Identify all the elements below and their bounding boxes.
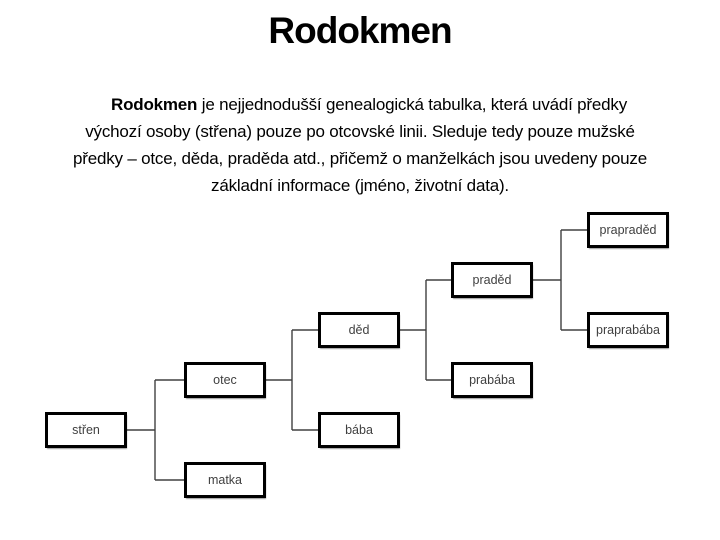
intro-paragraph: Rodokmen je nejjednodušší genealogická t… xyxy=(0,91,720,199)
tree-node-matka: matka xyxy=(184,462,266,498)
tree-node-praded: praděd xyxy=(451,262,533,298)
tree-node-prababa: prabába xyxy=(451,362,533,398)
paragraph-line-3: předky – otce, děda, praděda atd., přiče… xyxy=(73,149,647,168)
slide-title: Rodokmen xyxy=(268,10,452,51)
tree-node-stren: střen xyxy=(45,412,127,448)
paragraph-bold-term: Rodokmen xyxy=(111,95,198,114)
tree-node-otec: otec xyxy=(184,362,266,398)
tree-node-prapraded: prapraděd xyxy=(587,212,669,248)
tree-node-baba: bába xyxy=(318,412,400,448)
paragraph-line-1-rest: je nejjednodušší genealogická tabulka, k… xyxy=(197,95,627,114)
tree-node-praprababa: praprabába xyxy=(587,312,669,348)
paragraph-line-1: Rodokmen je nejjednodušší genealogická t… xyxy=(0,91,720,118)
paragraph-line-4: základní informace (jméno, životní data)… xyxy=(211,176,509,195)
paragraph-line-2: výchozí osoby (střena) pouze po otcovské… xyxy=(85,122,635,141)
tree-node-ded: děd xyxy=(318,312,400,348)
